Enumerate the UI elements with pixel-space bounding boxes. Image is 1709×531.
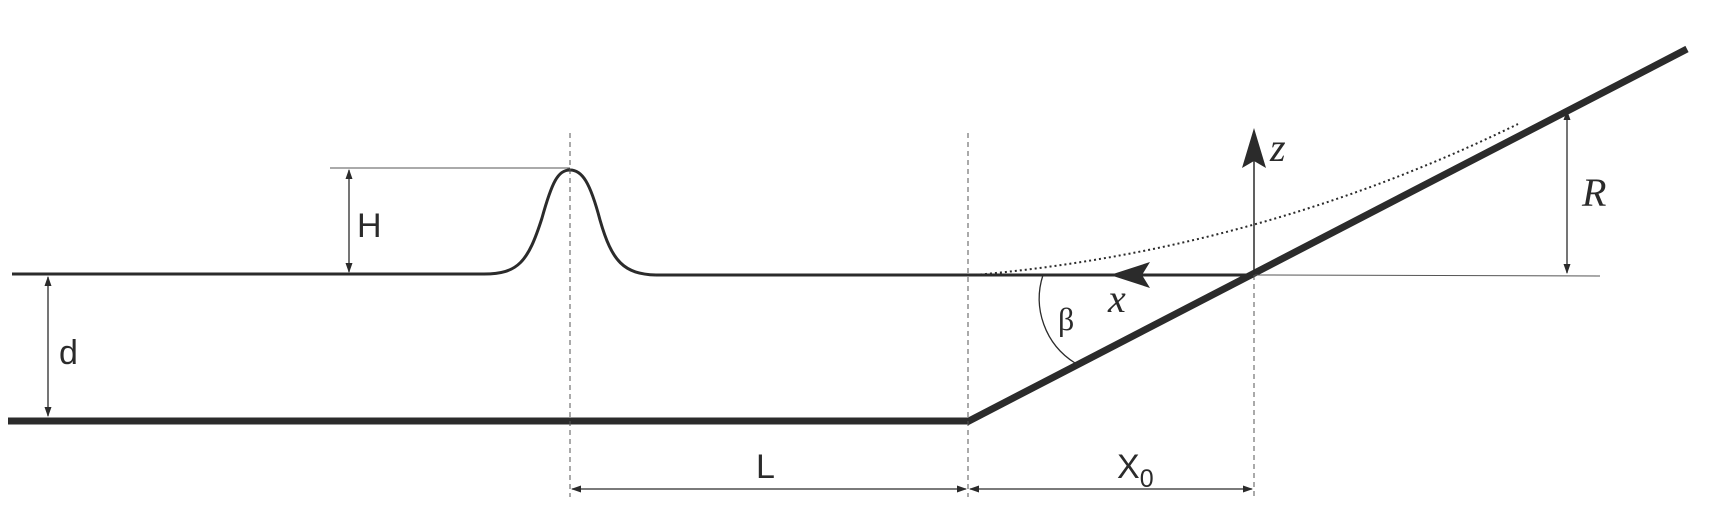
free-surface-line xyxy=(12,168,657,277)
beach-slope-line xyxy=(965,45,1689,426)
still-water-extension-line xyxy=(1253,274,1601,277)
z-axis-label: z xyxy=(1269,125,1286,170)
depth-label: d xyxy=(59,334,78,372)
distance-l-label: L xyxy=(756,448,775,486)
z-axis-arrowhead xyxy=(1242,128,1266,168)
slope-angle-label: β xyxy=(1058,301,1074,337)
distance-x0-label: X0 xyxy=(1117,448,1154,493)
runup-label: R xyxy=(1581,170,1606,215)
slope-angle-arc xyxy=(1038,274,1076,364)
distance-x0-subscript: 0 xyxy=(1140,465,1154,493)
x-axis-arrowhead xyxy=(1110,262,1150,288)
wave-height-label: H xyxy=(357,207,382,245)
runup-dotted-curve xyxy=(974,123,1519,276)
x-axis-label: x xyxy=(1107,276,1126,321)
distance-x0-main: X xyxy=(1117,448,1140,486)
